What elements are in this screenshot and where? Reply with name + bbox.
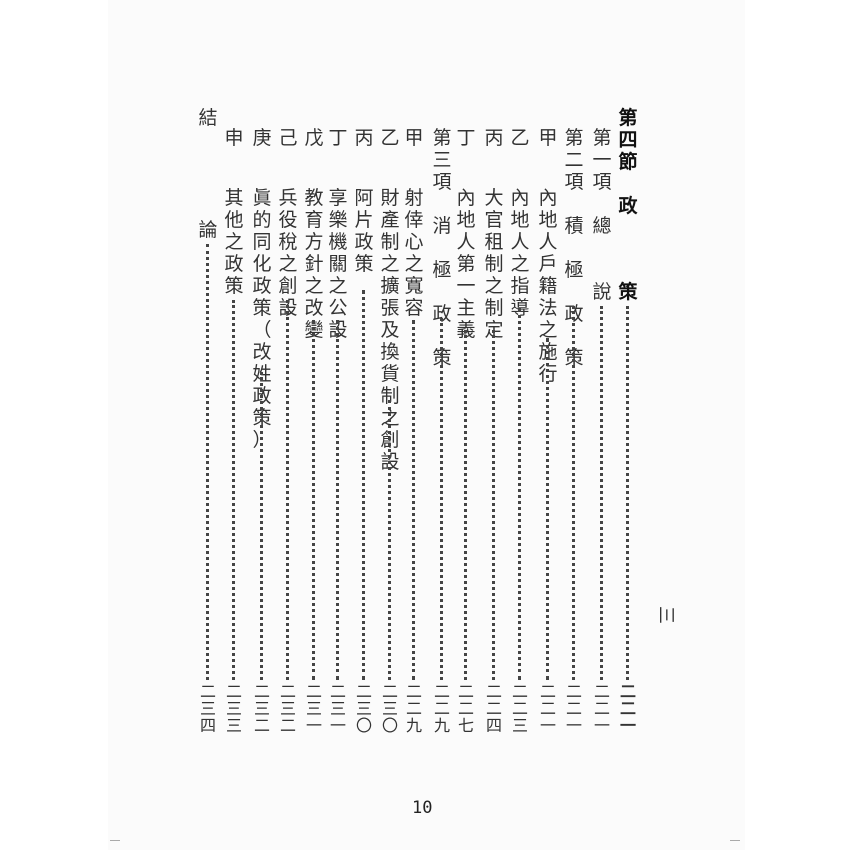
toc-entry-title: 內地人之指導 [510, 187, 530, 319]
leader-dots [626, 306, 633, 680]
leader-dots [546, 338, 553, 680]
toc-entry-title: 阿片政策 [354, 187, 374, 275]
toc-entry-label: 庚 [252, 127, 272, 149]
toc-entry-label: 丁 [456, 127, 476, 149]
toc-entry-label: 乙 [510, 127, 530, 149]
toc-entry-page: 二三三 [225, 682, 242, 735]
toc-entry-page: 二三一 [329, 682, 346, 735]
leader-dots [362, 290, 369, 680]
leader-dots [600, 306, 607, 680]
toc-entry-label: 丙 [484, 127, 504, 149]
toc-entry-page: 二二一 [593, 682, 610, 735]
toc-entry-title-end: 說 [592, 281, 612, 303]
toc-entry-title: 享樂機關之公設 [328, 187, 348, 341]
toc-entry-title: 大官租制之制定 [484, 187, 504, 341]
toc-entry-label: 丙 [354, 127, 374, 149]
toc-entry-title: 第四節 政 [618, 107, 638, 217]
leader-dots [232, 300, 239, 680]
toc-entry-title-end: 論 [198, 219, 218, 241]
page-number: 10 [412, 798, 433, 818]
toc-entry-label: 申 [224, 127, 244, 149]
toc-entry-title: 結 [198, 107, 218, 129]
toc-entry-label: 己 [278, 127, 298, 149]
leader-dots [440, 318, 447, 680]
toc-entry-page: 二三〇 [355, 682, 372, 735]
leader-dots [572, 306, 579, 680]
toc-entry-label: 甲 [404, 127, 424, 149]
leader-dots [412, 320, 419, 680]
toc-entry-title: 射倖心之寬容 [404, 187, 424, 319]
leader-dots [388, 400, 395, 680]
toc-entry-title: 內地人戶籍法之施行 [538, 187, 558, 385]
toc-entry-page: 二二四 [485, 682, 502, 735]
leader-dots [336, 320, 343, 680]
leader-dots [206, 244, 213, 680]
document-page [108, 0, 745, 850]
leader-dots [464, 330, 471, 680]
toc-entry-page: 二二九 [405, 682, 422, 735]
toc-entry-label: 戊 [304, 127, 324, 149]
toc-entry-page: 二二三 [511, 682, 528, 735]
toc-entry-page: 二三〇 [381, 682, 398, 735]
toc-entry-label: 甲 [538, 127, 558, 149]
toc-entry-title-end: 策 [618, 281, 638, 303]
leader-dots [312, 320, 319, 680]
crop-mark-right [730, 840, 740, 841]
toc-entry-page: 二二一 [539, 682, 556, 735]
toc-entry-title: 兵役稅之創設 [278, 187, 298, 319]
toc-entry-title: 第一項 總 [592, 127, 612, 237]
toc-entry-title: 內地人第一主義 [456, 187, 476, 341]
toc-entry-page: 二二一 [619, 682, 636, 735]
leader-dots [286, 300, 293, 680]
leader-dots [518, 308, 525, 680]
toc-entry-page: 二二九 [433, 682, 450, 735]
toc-entry-title: 教育方針之改變 [304, 187, 324, 341]
toc-entry-label: 乙 [380, 127, 400, 149]
toc-entry-page: 二二七 [457, 682, 474, 735]
margin-page-marker: 三 [655, 606, 676, 624]
toc-entry-page: 二三一 [305, 682, 322, 735]
toc-entry-page: 二三二 [253, 682, 270, 735]
toc-entry-label: 丁 [328, 127, 348, 149]
toc-entry-title: 其他之政策 [224, 187, 244, 297]
toc-entry-page: 二三二 [279, 682, 296, 735]
leader-dots [260, 372, 267, 680]
leader-dots [492, 330, 499, 680]
crop-mark-left [110, 840, 120, 841]
toc-entry-page: 二三四 [199, 682, 216, 735]
toc-entry-page: 二二一 [565, 682, 582, 735]
